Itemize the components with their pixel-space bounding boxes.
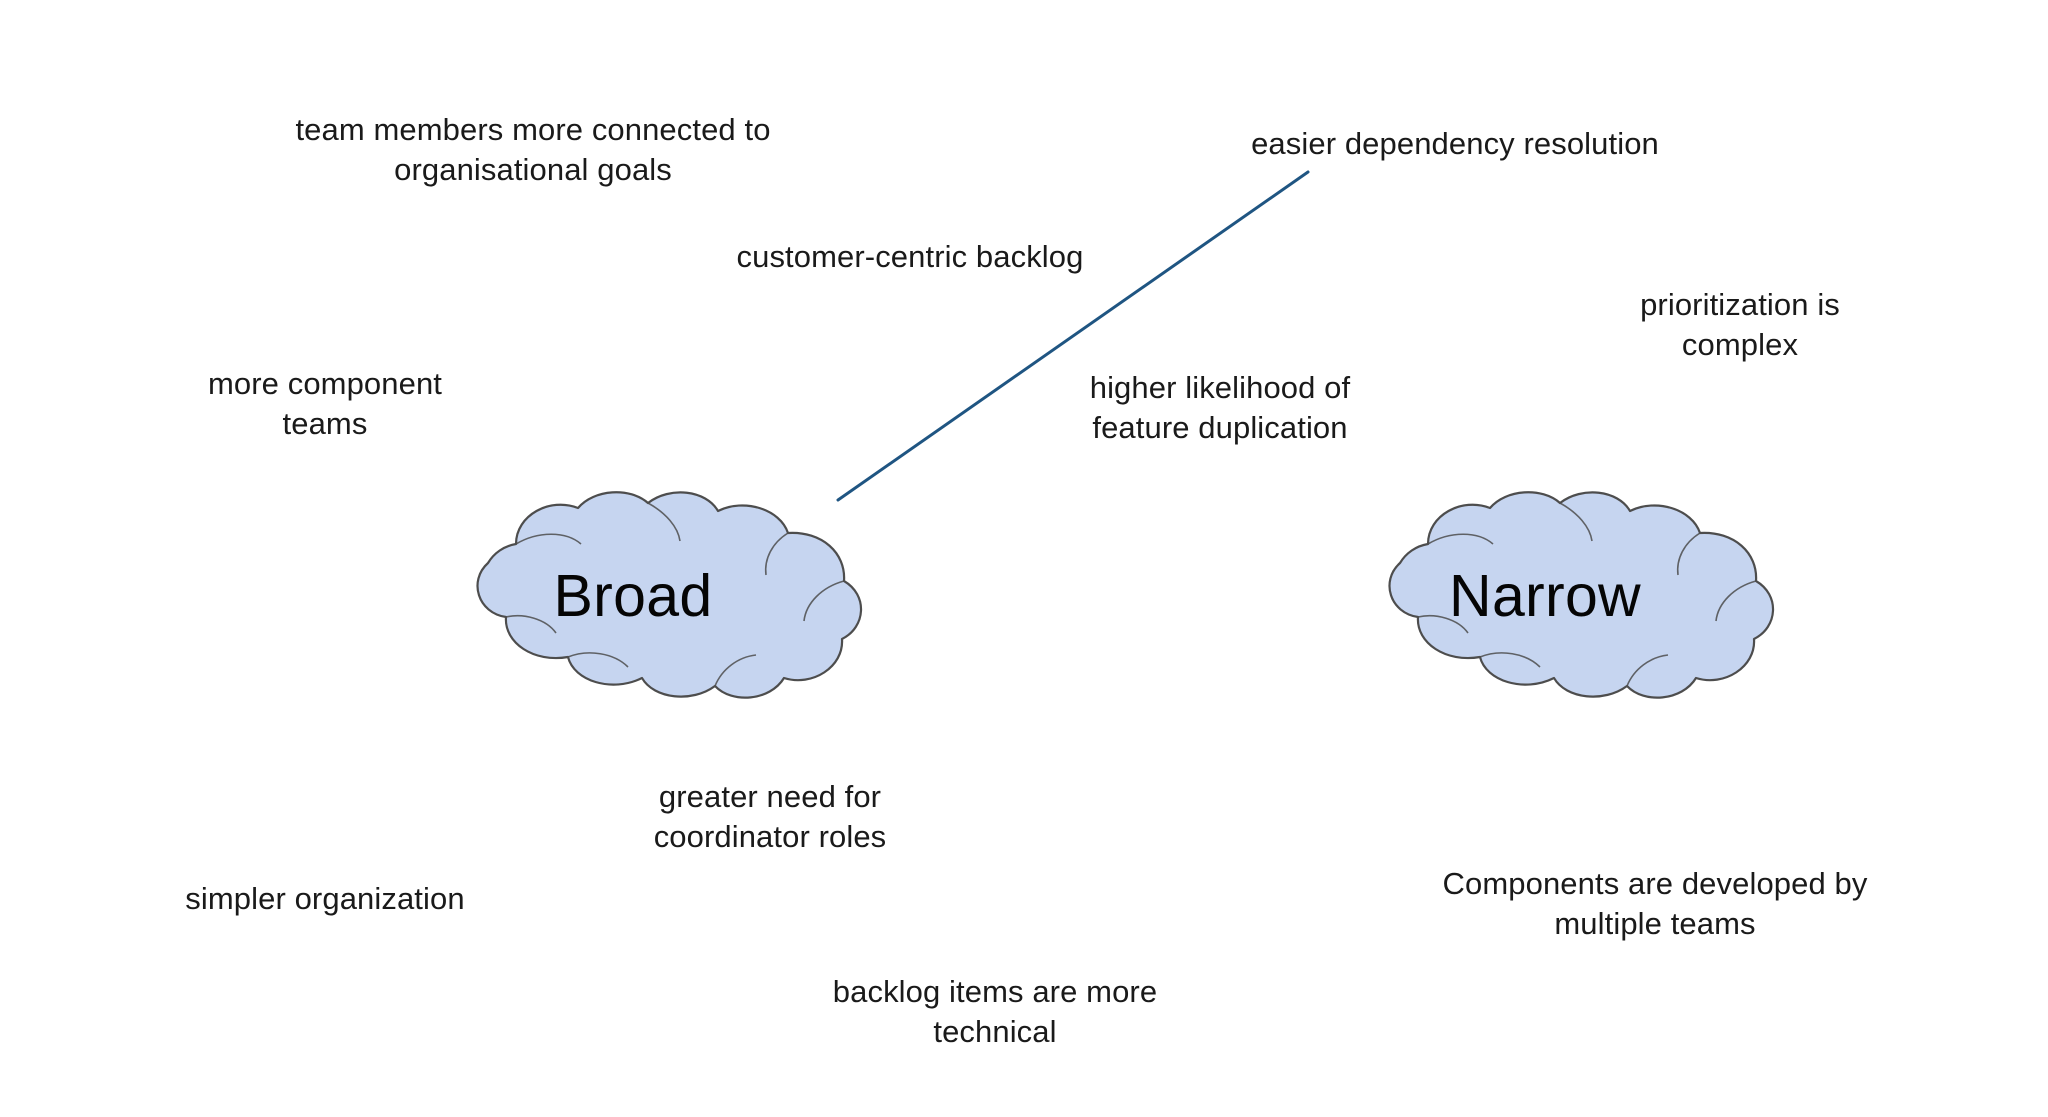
note-customer-centric-backlog: customer-centric backlog [736, 239, 1084, 274]
cloud-path-broad [476, 491, 863, 699]
note-prioritization-is-complex: prioritization is complex [1640, 287, 1840, 362]
connector-line-broad-to-easier-dependency-resolution [836, 170, 1310, 502]
note-easier-dependency-resolution: easier dependency resolution [1251, 126, 1659, 161]
cloud-outline-broad [476, 491, 863, 699]
cloud-shape-narrow[interactable]: Narrow [1310, 487, 1780, 704]
cloud-path-narrow [1388, 491, 1775, 699]
note-greater-need-coordinator-roles: greater need for coordinator roles [653, 779, 887, 854]
note-team-members-connected: team members more connected to organisat… [295, 112, 771, 187]
note-higher-likelihood-feature-duplication: higher likelihood of feature duplication [1089, 370, 1351, 445]
note-components-developed-multiple-teams: Components are developed by multiple tea… [1442, 866, 1868, 941]
cloud-inner-arcs-broad [505, 502, 845, 687]
cloud-shape-broad[interactable]: Broad [398, 487, 868, 704]
note-simpler-organization: simpler organization [185, 881, 465, 916]
note-more-component-teams: more component teams [207, 366, 443, 441]
cloud-outline-narrow [1388, 491, 1775, 699]
cloud-inner-arcs-narrow [1417, 502, 1757, 687]
note-backlog-items-more-technical: backlog items are more technical [832, 974, 1158, 1049]
